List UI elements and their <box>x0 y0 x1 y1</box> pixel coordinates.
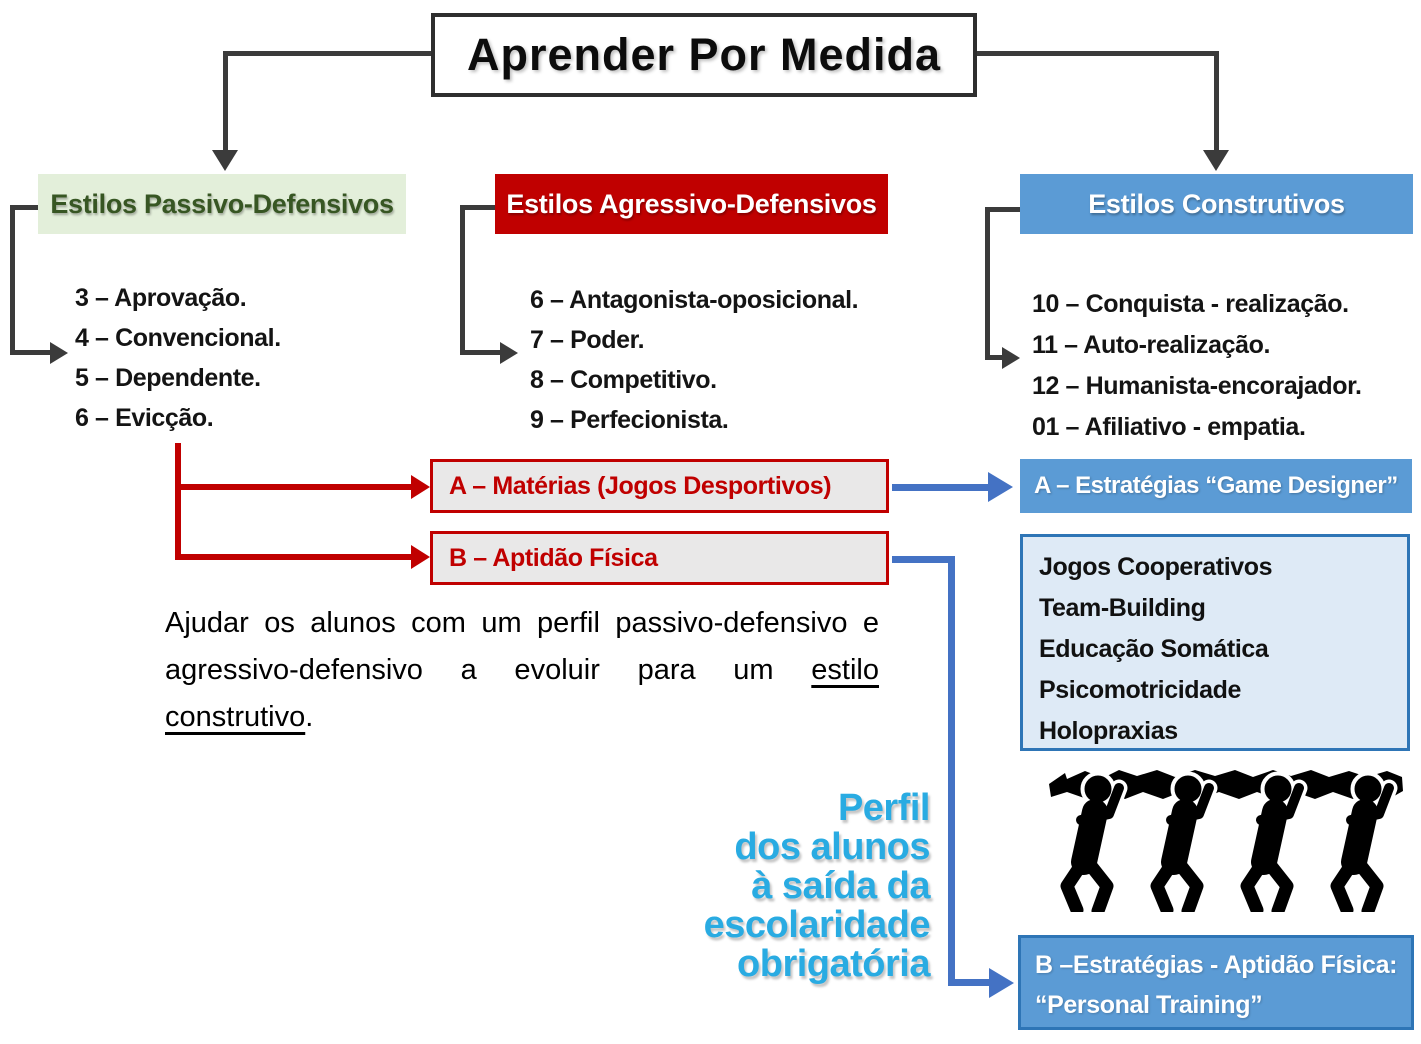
bracket-passive-top <box>10 205 38 210</box>
bracket-aggressive-top <box>460 205 495 210</box>
bracket-constructive-bottom <box>985 355 1003 360</box>
arrowhead-right-aggressive-icon <box>500 342 518 364</box>
teamwork-carrying-beam-icon <box>1049 770 1403 912</box>
carrier-figure <box>1060 771 1398 912</box>
blue-connector-b-h1 <box>892 556 954 563</box>
list-constructive: 10 – Conquista - realização. 11 – Auto-r… <box>1032 284 1362 448</box>
strategies-list-box: Jogos Cooperativos Team-Building Educaçã… <box>1020 534 1410 751</box>
list-item: 8 – Competitivo. <box>530 366 717 394</box>
slide-title: Aprender Por Medida <box>466 29 942 80</box>
strategy-item: Psicomotricidade <box>1039 676 1241 704</box>
red-connector-vertical <box>175 443 181 560</box>
arrowhead-red-a-icon <box>411 475 430 499</box>
b-estrategias-line1: B –Estratégias - Aptidão Física: <box>1035 951 1397 979</box>
bracket-constructive-side <box>985 207 990 360</box>
b-estrategias-line2: “Personal Training” <box>1035 991 1263 1019</box>
red-connector-to-a <box>175 484 412 490</box>
arrowhead-right-passive-icon <box>50 342 68 364</box>
title-box: Aprender Por Medida <box>431 13 977 97</box>
connector-title-to-constructive-h <box>977 51 1218 56</box>
profile-note-line: obrigatória <box>737 943 930 985</box>
strategy-item: Holopraxias <box>1039 717 1178 745</box>
connector-title-to-passive-h <box>223 51 431 56</box>
list-item: 10 – Conquista - realização. <box>1032 290 1349 318</box>
profile-note-line: Perfil <box>837 787 931 829</box>
red-connector-to-b <box>175 554 412 560</box>
profile-note: Perfil dos alunos à saída da escolaridad… <box>430 787 931 985</box>
arrowhead-red-b-icon <box>411 545 430 569</box>
a-estrategias-label: A – Estratégias “Game Designer” <box>1034 472 1398 499</box>
box-a-materias: A – Matérias (Jogos Desportivos) <box>430 459 889 513</box>
box-b-estrategias-personal-training: B –Estratégias - Aptidão Física: “Person… <box>1018 935 1414 1030</box>
strategy-item: Team-Building <box>1039 594 1206 622</box>
bracket-passive-side <box>10 205 15 355</box>
blue-connector-b-h2 <box>948 979 992 986</box>
header-constructive: Estilos Construtivos <box>1020 174 1413 234</box>
list-item: 5 – Dependente. <box>75 364 261 392</box>
header-aggressive-defensive: Estilos Agressivo-Defensivos <box>495 174 888 234</box>
arrowhead-blue-b-icon <box>989 968 1014 998</box>
blue-connector-b-v <box>948 556 955 986</box>
strategy-item: Educação Somática <box>1039 635 1269 663</box>
paragraph-line: Ajudar os alunos com um perfil passivo-d… <box>165 607 879 639</box>
list-item: 6 – Antagonista-oposicional. <box>530 286 859 314</box>
blue-connector-a <box>892 484 994 491</box>
helper-paragraph: Ajudar os alunos com um perfil passivo-d… <box>165 600 879 741</box>
list-passive-defensive: 3 – Aprovação. 4 – Convencional. 5 – Dep… <box>75 278 281 438</box>
arrowhead-blue-a-icon <box>988 472 1013 502</box>
connector-title-to-passive-v <box>223 51 228 151</box>
list-item: 11 – Auto-realização. <box>1032 331 1270 359</box>
profile-note-line: à saída da <box>751 865 930 907</box>
list-item: 7 – Poder. <box>530 326 645 354</box>
list-item: 3 – Aprovação. <box>75 284 247 312</box>
paragraph-line: agressivo-defensivo a evoluir para um es… <box>165 654 879 686</box>
arrowhead-down-passive-icon <box>212 150 238 171</box>
list-item: 9 – Perfecionista. <box>530 406 729 434</box>
box-b-label: B – Aptidão Física <box>449 543 658 572</box>
bracket-constructive-top <box>985 207 1020 212</box>
bracket-passive-bottom <box>10 350 50 355</box>
list-aggressive-defensive: 6 – Antagonista-oposicional. 7 – Poder. … <box>530 280 859 440</box>
box-a-estrategias-game-designer: A – Estratégias “Game Designer” <box>1020 459 1412 513</box>
bracket-aggressive-side <box>460 205 465 355</box>
bracket-aggressive-bottom <box>460 350 500 355</box>
list-item: 4 – Convencional. <box>75 324 281 352</box>
arrowhead-down-constructive-icon <box>1203 150 1229 171</box>
profile-note-line: escolaridade <box>703 904 931 946</box>
paragraph-line: construtivo. <box>165 701 314 733</box>
list-item: 6 – Evicção. <box>75 404 214 432</box>
list-item: 01 – Afiliativo - empatia. <box>1032 413 1306 441</box>
header-passive-defensive: Estilos Passivo-Defensivos <box>38 174 406 234</box>
list-item: 12 – Humanista-encorajador. <box>1032 372 1362 400</box>
box-b-aptidao: B – Aptidão Física <box>430 531 889 585</box>
strategy-item: Jogos Cooperativos <box>1039 553 1273 581</box>
arrowhead-right-constructive-icon <box>1002 347 1020 369</box>
connector-title-to-constructive-v <box>1214 51 1219 151</box>
profile-note-line: dos alunos <box>734 826 930 868</box>
box-a-label: A – Matérias (Jogos Desportivos) <box>449 471 832 500</box>
